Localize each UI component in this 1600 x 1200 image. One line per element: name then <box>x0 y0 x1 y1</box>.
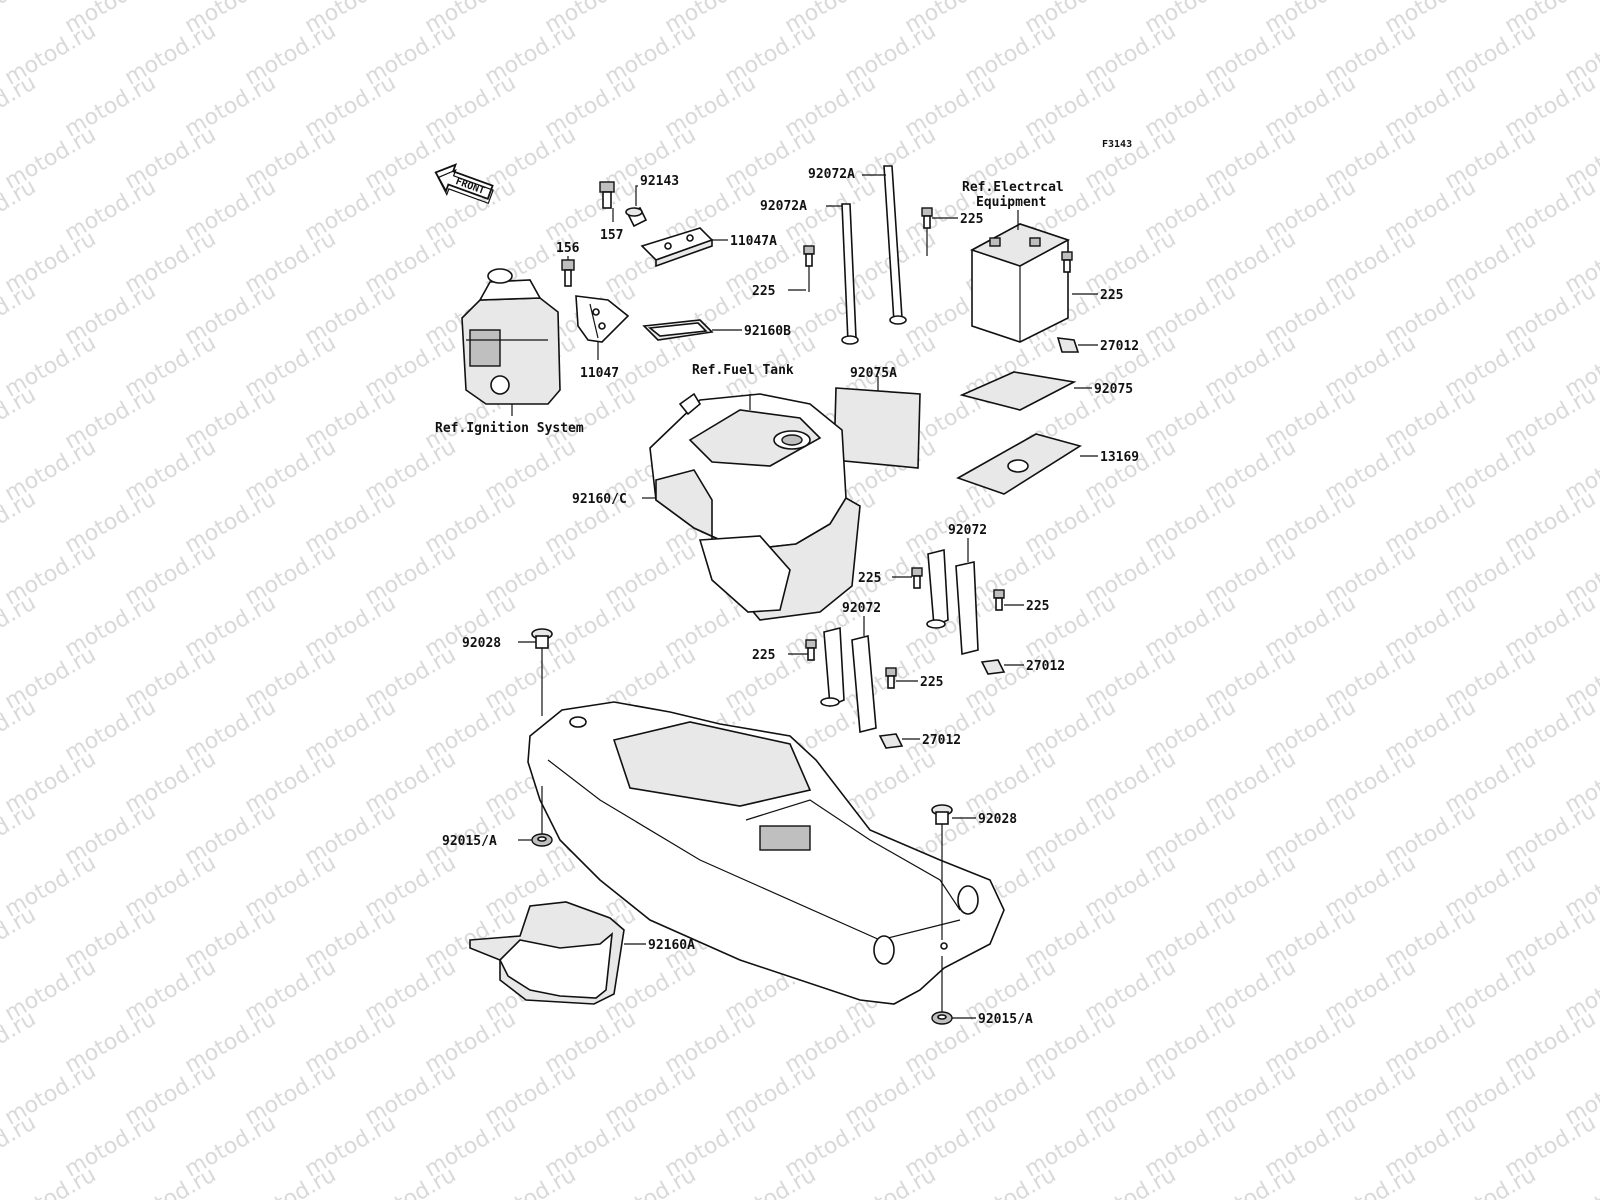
figure-code: F3143 <box>1102 139 1132 150</box>
clip-27012-a-part <box>1056 337 1098 353</box>
part-225-label-f: 225 <box>752 648 775 663</box>
battery-part <box>969 210 1071 343</box>
front-arrow-icon: FRONT <box>434 163 494 205</box>
part-92072A-label-2: 92072A <box>760 199 807 214</box>
strap-92072-b-part <box>820 616 877 734</box>
part-92075A-label: 92075A <box>850 366 897 381</box>
fuel-tank-part <box>649 392 847 551</box>
clip-27012-c-part <box>878 733 920 749</box>
foam-92160C-part <box>642 469 861 621</box>
part-27012-label-b: 27012 <box>1026 659 1065 674</box>
part-225-label-d: 225 <box>858 571 881 586</box>
part-92072A-label-1: 92072A <box>808 167 855 182</box>
nut-92015A-b-part <box>931 956 976 1025</box>
bolt-225-b-part <box>921 207 958 256</box>
part-92015A-label-b: 92015/A <box>978 1012 1033 1027</box>
part-92160B-label: 92160B <box>744 324 791 339</box>
part-225-label-e: 225 <box>1026 599 1049 614</box>
part-92160A-label: 92160A <box>648 938 695 953</box>
pad-92075-part <box>959 371 1092 411</box>
nut-92015A-a-part <box>518 786 553 847</box>
strap-92072-a-part <box>926 538 979 656</box>
ref-electrical-label-2: Equipment <box>976 195 1046 210</box>
bolt-225-g-part <box>885 667 918 689</box>
ref-ignition-label: Ref.Ignition System <box>435 421 584 436</box>
part-27012-label-c: 27012 <box>922 733 961 748</box>
part-92028-label-a: 92028 <box>462 636 501 651</box>
strap-92072A-right-part <box>862 165 907 325</box>
collar-92143-part <box>625 185 648 228</box>
bolt-156-part <box>561 256 575 287</box>
sheet-92075A-part <box>833 376 921 469</box>
part-11047-label: 11047 <box>580 366 619 381</box>
part-225-label-a: 225 <box>752 284 775 299</box>
strap-92072A-left-part <box>826 203 859 345</box>
part-92072-label-a: 92072 <box>948 523 987 538</box>
bolt-225-c-part <box>1061 251 1098 295</box>
ignition-box-part <box>461 268 561 416</box>
bolt-225-f-part <box>788 639 817 661</box>
part-11047A-label: 11047A <box>730 234 777 249</box>
hull-part <box>527 701 1005 1005</box>
bolt-157-part <box>599 181 615 222</box>
part-225-label-c: 225 <box>1100 288 1123 303</box>
bolt-225-a-part <box>788 245 815 292</box>
ref-electrical-label-1: Ref.Electrcal <box>962 180 1064 195</box>
plug-92028-b-part <box>931 804 976 940</box>
plug-92028-a-part <box>518 628 553 716</box>
part-13169-label: 13169 <box>1100 450 1139 465</box>
part-92015A-label-a: 92015/A <box>442 834 497 849</box>
bolt-225-d-part <box>892 567 923 589</box>
part-225-label-g: 225 <box>920 675 943 690</box>
part-92075-label: 92075 <box>1094 382 1133 397</box>
bracket-11047A-part <box>640 227 728 268</box>
clip-27012-b-part <box>980 659 1024 675</box>
part-92143-label: 92143 <box>640 174 679 189</box>
ref-fuel-tank-label: Ref.Fuel Tank <box>692 363 794 378</box>
part-92160C-label: 92160/C <box>572 492 627 507</box>
pad-92160B-part <box>642 319 742 341</box>
part-27012-label-a: 27012 <box>1100 339 1139 354</box>
bracket-11047-part <box>575 295 630 360</box>
part-92028-label-b: 92028 <box>978 812 1017 827</box>
plate-13169-part <box>956 433 1098 495</box>
part-92072-label-b: 92072 <box>842 601 881 616</box>
part-157-label: 157 <box>600 228 623 243</box>
foam-92160A-part <box>469 901 646 1005</box>
bolt-225-e-part <box>993 589 1024 611</box>
part-156-label: 156 <box>556 241 580 256</box>
part-225-label-b: 225 <box>960 212 983 227</box>
